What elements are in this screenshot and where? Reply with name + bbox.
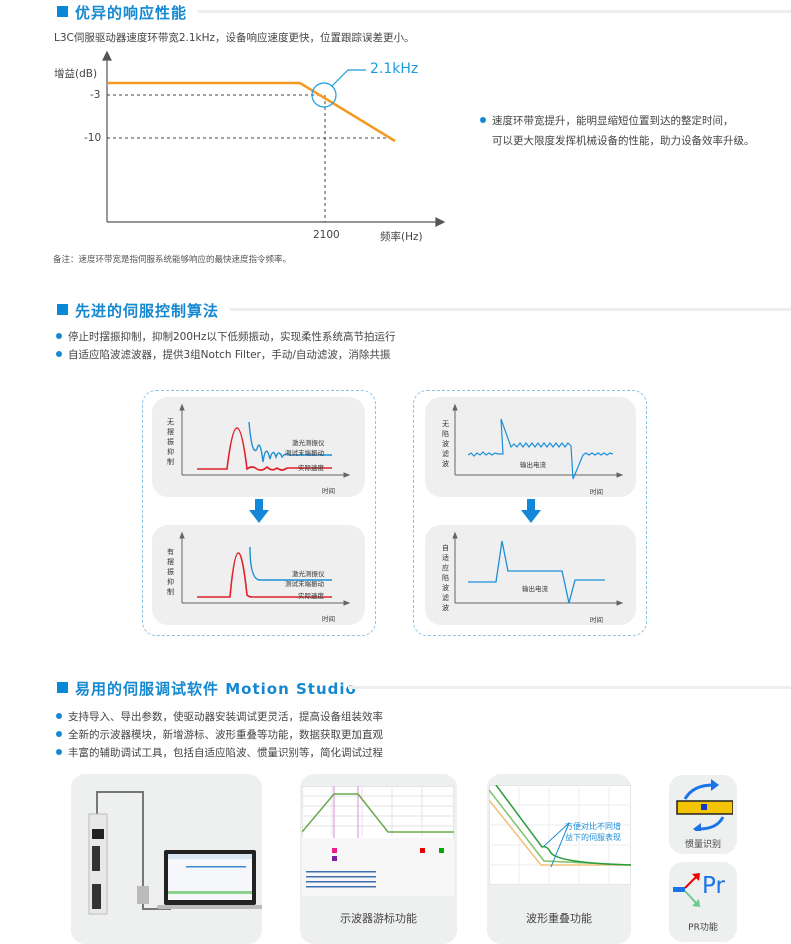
x-label: 时间 [322, 487, 335, 495]
y-label: 自适应陷波滤波 [442, 544, 449, 612]
bullet: 速度环带宽提升，能明显缩短位置到达的整定时间， [479, 113, 734, 128]
divider [230, 308, 791, 311]
divider [198, 10, 791, 13]
section-subtitle: L3C伺服驱动器速度环带宽2.1kHz，设备响应速度更快，位置跟踪误差更小。 [54, 32, 415, 44]
x-label: 时间 [590, 616, 603, 624]
bandwidth-chart [102, 50, 446, 227]
vibration-suppression-group [142, 390, 376, 636]
drive-laptop-illustration [88, 791, 262, 915]
card-caption: 波形重叠功能 [526, 912, 592, 925]
gain-curve [107, 81, 396, 143]
y-axis-label: 增益(dB) [54, 68, 98, 80]
section-title-algorithm: 先进的伺服控制算法 [75, 302, 220, 320]
x-label: 时间 [322, 615, 335, 623]
x-label: 时间 [590, 488, 603, 496]
section-marker [57, 304, 68, 315]
scope-screenshot [302, 786, 454, 896]
section-title-software: 易用的伺服调试软件 Motion Studio [75, 680, 357, 698]
card-scope-cursor: 示波器游标功能 [300, 774, 457, 944]
card-drive-laptop [71, 774, 262, 944]
section-marker [57, 6, 68, 17]
down-arrow-icon [521, 499, 541, 523]
footnote: 备注：速度环带宽是指伺服系统能够响应的最快速度指令频率。 [53, 255, 292, 265]
down-arrow-icon [249, 499, 269, 523]
legend: 实际速度 [298, 464, 324, 472]
notch-filter-group [413, 390, 647, 636]
legend: 测试末端振动 [285, 449, 324, 457]
pr-logo: Pr [702, 873, 725, 899]
bullet: 丰富的辅助调试工具，包括自适应陷波、惯量识别等，简化调试过程 [55, 745, 383, 760]
y-label: 有摆振抑制 [167, 548, 174, 596]
bullet: 自适应陷波滤波器，提供3组Notch Filter，手动/自动滤波，消除共振 [55, 347, 390, 362]
panel-adaptive-notch: 自适应陷波滤波 输出电流 时间 [425, 525, 636, 625]
section-title-response: 优异的响应性能 [75, 4, 188, 22]
x-axis-label: 频率(Hz) [380, 231, 423, 243]
pr-arrows-icon [673, 873, 700, 907]
bullet-continuation: 可以更大限度发挥机械设备的性能，助力设备效率升级。 [492, 135, 755, 147]
overlay-chart [489, 785, 631, 885]
callout-label: 2.1kHz [370, 61, 419, 77]
overlay-annotation: 益下的伺服表现 [565, 833, 621, 842]
bullet: 全新的示波器模块，新增游标、波形重叠等功能，数据获取更加直观 [55, 727, 383, 742]
overlay-annotation: 方便对比不同增 [565, 822, 621, 831]
panel-no-notch: 无陷波滤波 输出电流 时间 [425, 397, 636, 497]
cutoff-circle [311, 82, 337, 108]
legend: 激光测振仪 [292, 439, 325, 447]
y-tick: -3 [90, 89, 101, 101]
card-pr-function[interactable]: Pr PR功能 [669, 862, 737, 942]
inertia-icon [676, 779, 733, 831]
legend: 输出电流 [520, 461, 546, 469]
card-caption: 示波器游标功能 [340, 912, 417, 925]
legend: 实际速度 [298, 592, 324, 600]
divider [348, 686, 791, 689]
legend: 激光测振仪 [292, 570, 325, 578]
card-waveform-overlay: 方便对比不同增 益下的伺服表现 波形重叠功能 [487, 774, 631, 944]
y-label: 无陷波滤波 [442, 420, 449, 468]
bullet: 支持导入、导出参数，使驱动器安装调试更灵活，提高设备组装效率 [55, 709, 383, 724]
card-inertia-identification[interactable]: 惯量识别 [669, 775, 737, 854]
section-marker [57, 682, 68, 693]
panel-with-suppression: 有摆振抑制 激光测振仪 测试末端振动 实际速度 时间 [152, 525, 365, 625]
card-caption: PR功能 [688, 923, 718, 933]
x-tick: 2100 [313, 229, 340, 241]
legend: 测试末端振动 [285, 580, 324, 588]
y-label: 无摆振抑制 [167, 418, 174, 466]
card-caption: 惯量识别 [684, 840, 721, 850]
legend: 输出电流 [522, 585, 548, 593]
y-tick: -10 [84, 132, 102, 144]
panel-no-suppression: 无摆振抑制 激光测振仪 测试末端振动 实际速度 时间 [152, 397, 365, 497]
bullet: 停止时摆振抑制，抑制200Hz以下低频振动，实现柔性系统高节拍运行 [55, 329, 395, 344]
